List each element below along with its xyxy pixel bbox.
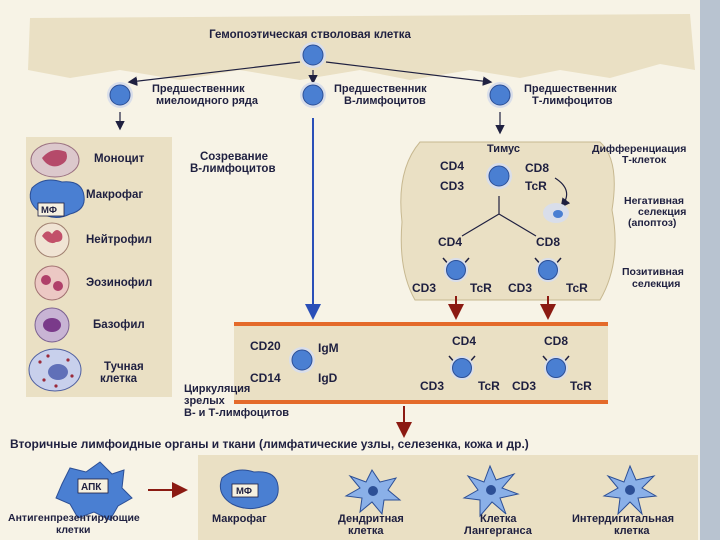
thymus-region xyxy=(400,141,616,301)
neutrophil-cell xyxy=(34,222,70,258)
thymus-branch-lines xyxy=(461,196,537,237)
monocyte-cell xyxy=(30,142,80,178)
arrow-to-myeloid xyxy=(127,61,301,86)
circulation-label-1: Циркуляция xyxy=(184,383,250,395)
differentiation-label-1: Дифференциация xyxy=(592,143,686,155)
thymus-tcr-3: TcR xyxy=(566,281,588,295)
negative-label-1: Негативная xyxy=(624,195,684,207)
circ-cd4: CD4 xyxy=(452,334,476,348)
apc-tag: АПК xyxy=(81,482,102,493)
arrow-to-t xyxy=(325,61,493,86)
secondary-macrophage-label: Макрофаг xyxy=(212,513,267,525)
arrow-to-apoptosis xyxy=(554,177,571,208)
thymocyte-cell xyxy=(485,162,513,190)
stem-cell-title: Гемопоэтическая стволовая клетка xyxy=(209,29,411,41)
thymus-tcr-2: TcR xyxy=(470,281,492,295)
apoptotic-cell xyxy=(543,203,569,223)
circ-cd8: CD8 xyxy=(544,334,568,348)
b-prog-label-2: В-лимфоцитов xyxy=(344,95,426,107)
myeloid-progenitor-cell xyxy=(106,81,134,109)
t-prog-label-2: Т-лимфоцитов xyxy=(532,95,613,107)
dendritic-label-2: клетка xyxy=(348,525,384,537)
mast-label-1: Тучная xyxy=(104,361,144,373)
secondary-organs-title: Вторичные лимфоидные органы и ткани (лим… xyxy=(10,437,529,451)
macrophage-label: Макрофаг xyxy=(86,189,143,201)
myeloid-label-1: Предшественник xyxy=(152,83,245,95)
mf-tag: МФ xyxy=(41,205,57,216)
positive-label-2: селекция xyxy=(632,278,680,290)
circulation-label-3: В- и Т-лимфоцитов xyxy=(184,407,289,419)
b-maturation-1: Созревание xyxy=(200,151,268,163)
thymus-cd3-2: CD3 xyxy=(412,281,436,295)
t-progenitor-cell xyxy=(486,81,514,109)
thymus-cd8: CD8 xyxy=(525,161,549,175)
eosinophil-cell xyxy=(34,265,70,301)
apc-cell xyxy=(55,461,133,521)
dendritic-label-1: Дендритная xyxy=(338,513,404,525)
thymus-cd4-2: CD4 xyxy=(438,235,462,249)
langerhans-label-2: Лангерганса xyxy=(464,525,533,537)
thymus-tcr: TcR xyxy=(525,179,547,193)
mature-b-cell xyxy=(288,346,316,374)
top-band xyxy=(28,14,695,80)
basophil-label: Базофил xyxy=(93,319,145,331)
neutrophil-label: Нейтрофил xyxy=(86,234,152,246)
monocyte-label: Моноцит xyxy=(94,153,145,165)
circulation-label-2: зрелых xyxy=(184,395,226,407)
cd20-marker: CD20 xyxy=(250,339,281,353)
stem-cell xyxy=(299,41,327,69)
mast-label-2: клетка xyxy=(100,373,138,385)
secondary-macrophage-cell xyxy=(219,469,279,510)
cd14-marker: CD14 xyxy=(250,371,281,385)
igm-marker: IgM xyxy=(318,341,339,355)
circ-tcr-2: TcR xyxy=(570,379,592,393)
thymus-cd3-3: CD3 xyxy=(508,281,532,295)
positive-label-1: Позитивная xyxy=(622,266,684,278)
circ-cd3-1: CD3 xyxy=(420,379,444,393)
thymus-title: Тимус xyxy=(487,143,520,155)
b-maturation-2: В-лимфоцитов xyxy=(190,163,276,175)
interdigital-cell xyxy=(602,464,658,516)
apc-label-2: клетки xyxy=(56,524,90,536)
interdigital-label-2: клетка xyxy=(614,525,650,537)
secondary-mf-tag: МФ xyxy=(236,486,252,497)
b-prog-label-1: Предшественник xyxy=(334,83,427,95)
igd-marker: IgD xyxy=(318,371,338,385)
basophil-cell xyxy=(34,307,70,343)
differentiation-label-2: Т-клеток xyxy=(622,154,667,166)
t-prog-label-1: Предшественник xyxy=(524,83,617,95)
mast-cell xyxy=(28,348,82,392)
thymus-cd3: CD3 xyxy=(440,179,464,193)
macrophage-cell xyxy=(29,179,85,218)
apc-label-1: Антигенпрезентирующие xyxy=(8,512,140,524)
thymus-cd8-2: CD8 xyxy=(536,235,560,249)
thymus-cd4: CD4 xyxy=(440,159,464,173)
eosinophil-label: Эозинофил xyxy=(86,277,152,289)
langerhans-cell xyxy=(462,464,520,518)
circ-tcr-1: TcR xyxy=(478,379,500,393)
circ-cd3-2: CD3 xyxy=(512,379,536,393)
negative-label-3: (апоптоз) xyxy=(628,217,676,229)
circulation-top-line xyxy=(234,322,608,326)
myeloid-label-2: миелоидного ряда xyxy=(156,95,259,107)
circulation-bottom-line xyxy=(234,400,608,404)
dendritic-cell xyxy=(344,469,402,516)
right-border xyxy=(700,0,720,540)
langerhans-label-1: Клетка xyxy=(480,513,517,525)
negative-label-2: селекция xyxy=(638,206,686,218)
interdigital-label-1: Интердигитальная xyxy=(572,513,674,525)
b-progenitor-cell xyxy=(299,81,327,109)
